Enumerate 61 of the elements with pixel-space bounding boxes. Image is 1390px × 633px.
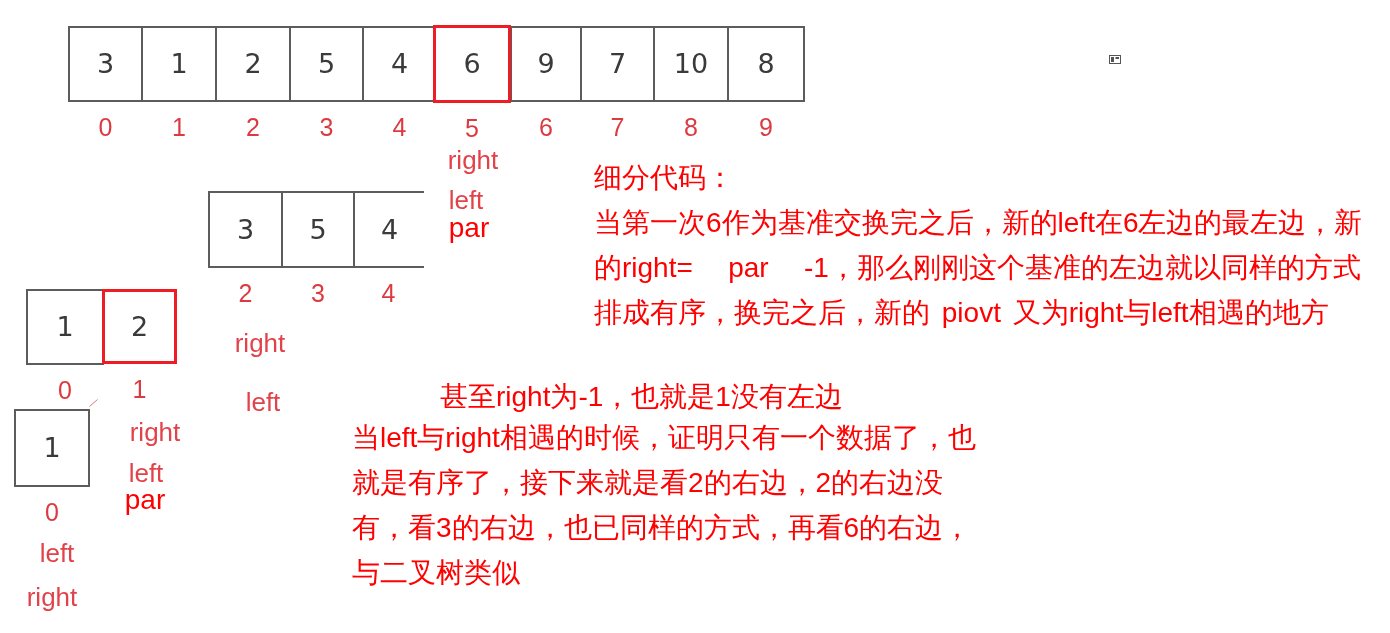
cell-value: 2 [244,49,262,79]
index-label: 3 [311,279,325,307]
index-label: 2 [238,279,253,307]
pointer-label: right [26,582,78,612]
array-cell [433,25,511,103]
cell-value: 4 [380,214,399,245]
cell-value: 1 [43,433,61,463]
cell-value: 3 [96,49,115,79]
pointer-label: left [39,538,75,568]
cell-value: 1 [170,49,188,79]
cell-value: 8 [757,49,775,79]
index-label: 2 [246,113,260,141]
note-text: 细分代码： [594,161,734,195]
index-label: 0 [45,498,59,526]
index-label: 3 [319,113,334,141]
cell-value: 3 [236,214,255,245]
array-cell [653,26,729,102]
cell-value: 4 [390,49,409,79]
cell-value: 9 [537,49,555,79]
pointer-label: left [128,458,164,488]
pointer-label: par [448,213,490,243]
cell-value: 10 [673,49,709,79]
index-label: 6 [539,113,553,141]
index-label: 4 [381,279,396,307]
index-label: 5 [465,114,479,142]
index-label: 4 [392,113,407,141]
index-label: 0 [58,376,72,404]
index-label: 1 [172,113,186,141]
array-cell [580,26,655,102]
array-cell [510,26,582,102]
note-paragraph: 当left与right相遇的时候，证明只有一个数据了，也就是有序了，接下来就是看2的右边，2的右边没有，看3的右边，也已同样的方式，再看6的右边，与二叉树类似 [352,421,977,590]
note-text: 甚至right为-1，也就是1没有左边 [440,380,843,414]
index-label: 8 [684,113,698,141]
index-label: 7 [610,113,625,141]
pointer-label: right [129,417,181,447]
pointer-label: left [245,387,281,417]
array-cell [14,409,90,487]
cell-value: 5 [317,49,336,79]
index-label: 0 [98,113,113,141]
array-cell [215,26,291,102]
pointer-label: right [447,145,499,175]
pointer-label: par [124,485,166,515]
array-cell [68,26,143,102]
array-cell [141,26,217,102]
cell-value: 5 [309,214,327,245]
array-cell [26,289,104,365]
pointer-label: right [234,328,286,358]
index-label: 1 [132,375,147,403]
array-cell [353,191,424,268]
cell-value: 6 [463,49,481,79]
cell-value: 7 [608,49,627,79]
array-cell [289,26,364,102]
pointer-label: left [448,185,484,215]
note-paragraph: 当第一次6作为基准交换完之后，新的left在6左边的最左边，新的right= par -1，那么刚刚这个基准的左边就以同样的方式排成有序，换完之后，新的 piovt 又为right与left相遇的地方 [594,206,1364,330]
array-cell [208,191,283,268]
array-cell [281,191,355,268]
cell-value: 1 [56,312,74,342]
array-cell [102,289,177,364]
cell-value: 2 [130,311,149,342]
index-label: 9 [759,113,773,141]
array-cell [727,26,805,102]
